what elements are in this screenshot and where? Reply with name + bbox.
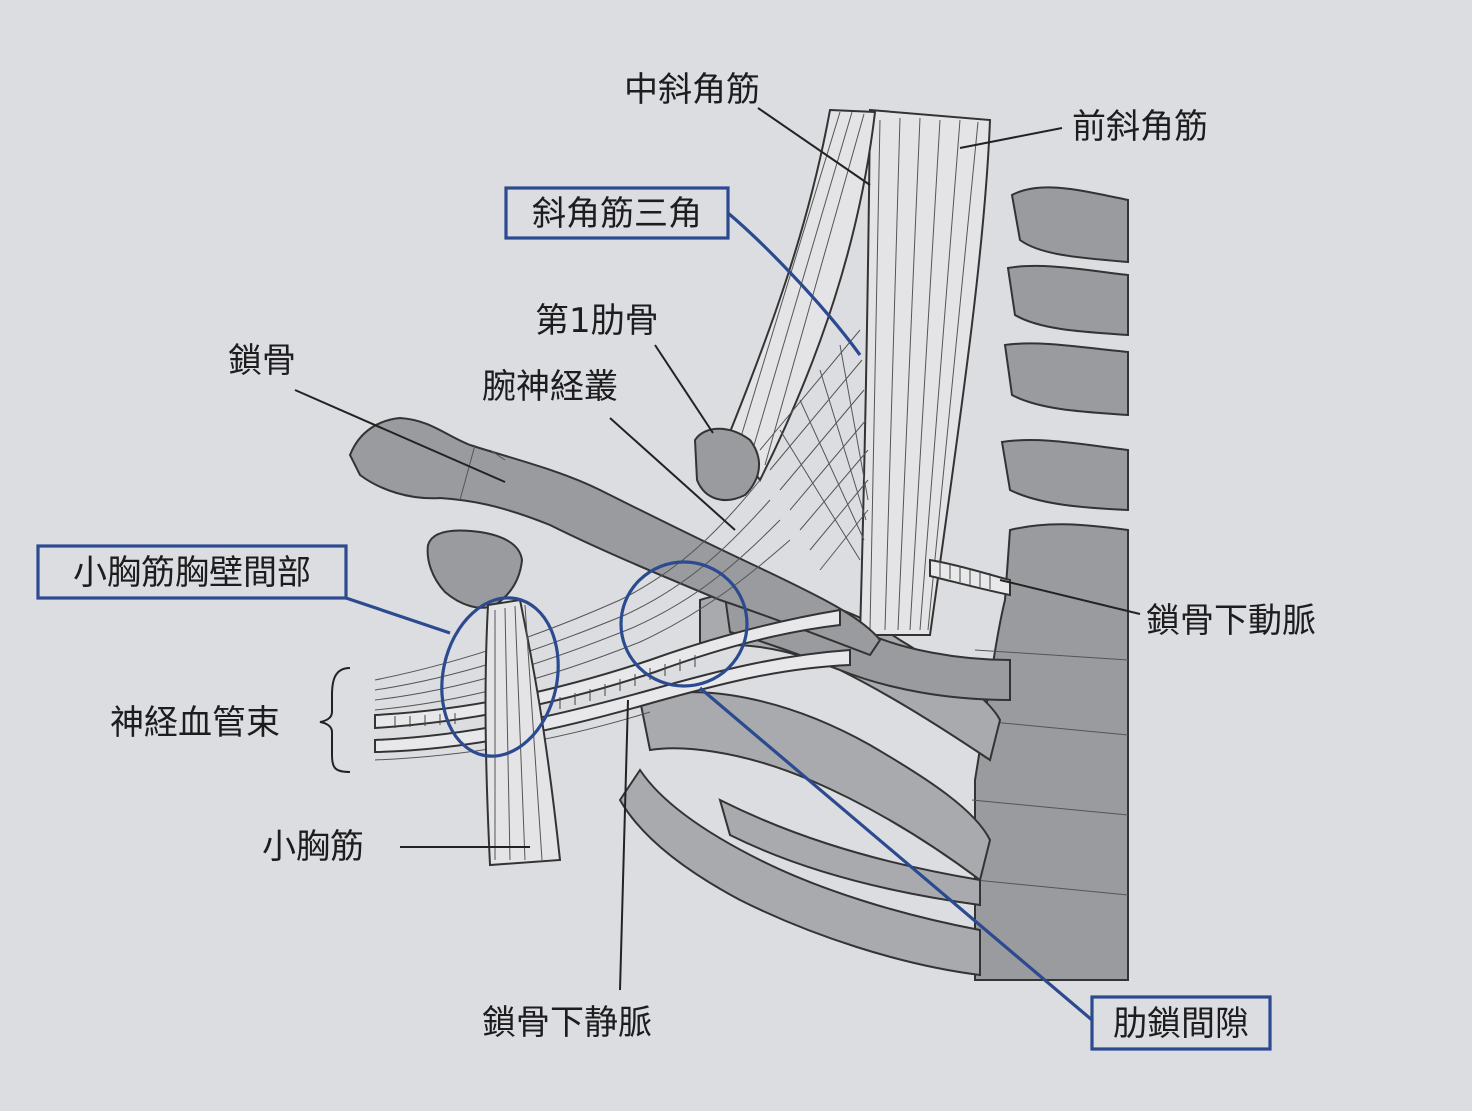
pectoralis-minor-space-label: 小胸筋胸壁間部: [73, 553, 311, 593]
pectoralis-minor-space-leader: [345, 596, 451, 635]
scalene-triangle-label: 斜角筋三角: [532, 194, 702, 234]
costoclavicular-space-leader: [698, 686, 1094, 1022]
neurovascular-bundle-brace: [319, 667, 351, 773]
clavicle-leader: [294, 389, 506, 483]
brachial-plexus-label: 腕神経叢: [482, 367, 618, 407]
coracoid-shape: [426, 529, 524, 609]
anterior-scalene-leader: [959, 127, 1063, 149]
scalene-muscles: [728, 108, 992, 636]
pectoralis-minor-space-ellipse: [440, 596, 560, 758]
pectoralis-minor-label: 小胸筋: [262, 827, 364, 867]
middle-scalene-leader: [757, 107, 871, 186]
first-rib-label: 第1肋骨: [535, 301, 659, 341]
pectoralis-minor-shape: [484, 598, 562, 867]
subclavian-artery-label: 鎖骨下動脈: [1146, 601, 1316, 641]
anterior-scalene-label: 前斜角筋: [1072, 107, 1208, 147]
brachial-plexus-leader: [609, 417, 736, 531]
first-rib-head: [693, 427, 761, 501]
clavicle-shape: [348, 416, 882, 657]
subclavian-artery-leader: [999, 579, 1141, 615]
brachial-plexus-mesh: [759, 329, 869, 571]
subclavian-vein-leader: [619, 699, 629, 991]
costoclavicular-space-label: 肋鎖間隙: [1113, 1004, 1249, 1044]
costoclavicular-space-ellipse: [619, 560, 749, 688]
spine: [971, 186, 1129, 981]
middle-scalene-label: 中斜角筋: [624, 70, 760, 110]
clavicle-label: 鎖骨: [228, 341, 296, 381]
pectoralis-minor-space-box: [36, 544, 348, 600]
first-rib-leader: [654, 344, 714, 434]
scalene-triangle-leader: [726, 211, 862, 356]
vessel-rings: [394, 561, 991, 728]
subclavian-vein-label: 鎖骨下静脈: [482, 1003, 652, 1043]
costoclavicular-space-box: [1090, 995, 1272, 1051]
neurovascular-bundle-label: 神経血管束: [110, 703, 280, 743]
